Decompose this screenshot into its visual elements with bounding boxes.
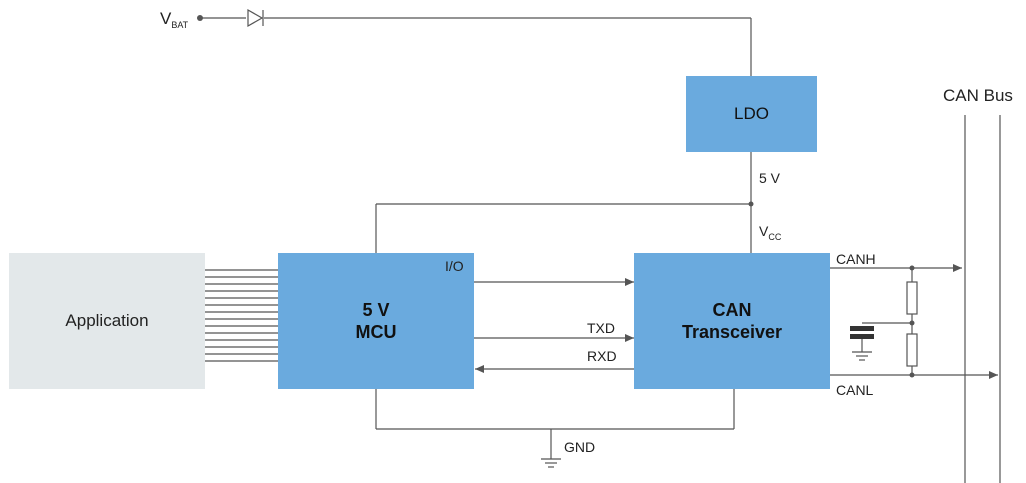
application-block: Application: [9, 253, 205, 389]
mcu-label-line2: MCU: [355, 322, 397, 342]
can-label-line2: Transceiver: [681, 322, 783, 342]
junction-dot: [909, 372, 915, 378]
junction-dot: [909, 265, 915, 271]
canl-label: CANL: [836, 382, 874, 398]
vbat-label: VBAT: [160, 9, 189, 30]
canh-label: CANH: [836, 251, 876, 267]
junction-dot: [748, 201, 754, 207]
mcu-label-line1: 5 V: [362, 300, 390, 320]
vbat-terminal: [197, 15, 203, 21]
junction-dot: [909, 320, 915, 326]
capacitor-icon: [850, 326, 874, 339]
diode-icon: [247, 8, 264, 28]
rxd-label: RXD: [587, 348, 617, 364]
ldo-block: LDO: [686, 76, 817, 152]
can-transceiver-block: CAN Transceiver: [634, 253, 830, 389]
ground-icon: [852, 351, 872, 361]
application-bus-lines: [205, 269, 278, 362]
resistor-icon: [906, 333, 918, 367]
resistor-icon: [906, 281, 918, 315]
io-label: I/O: [445, 258, 464, 274]
vcc-label: VCC: [759, 223, 782, 242]
txd-label: TXD: [587, 320, 615, 336]
can-label-line1: CAN: [712, 300, 752, 320]
gnd-label: GND: [564, 439, 596, 455]
five-v-label: 5 V: [759, 170, 781, 186]
ldo-label: LDO: [734, 104, 769, 123]
mcu-block: 5 V MCU: [278, 253, 474, 389]
ground-icon: [541, 458, 561, 468]
can-bus-label: CAN Bus: [943, 86, 1013, 105]
application-label: Application: [65, 311, 149, 330]
